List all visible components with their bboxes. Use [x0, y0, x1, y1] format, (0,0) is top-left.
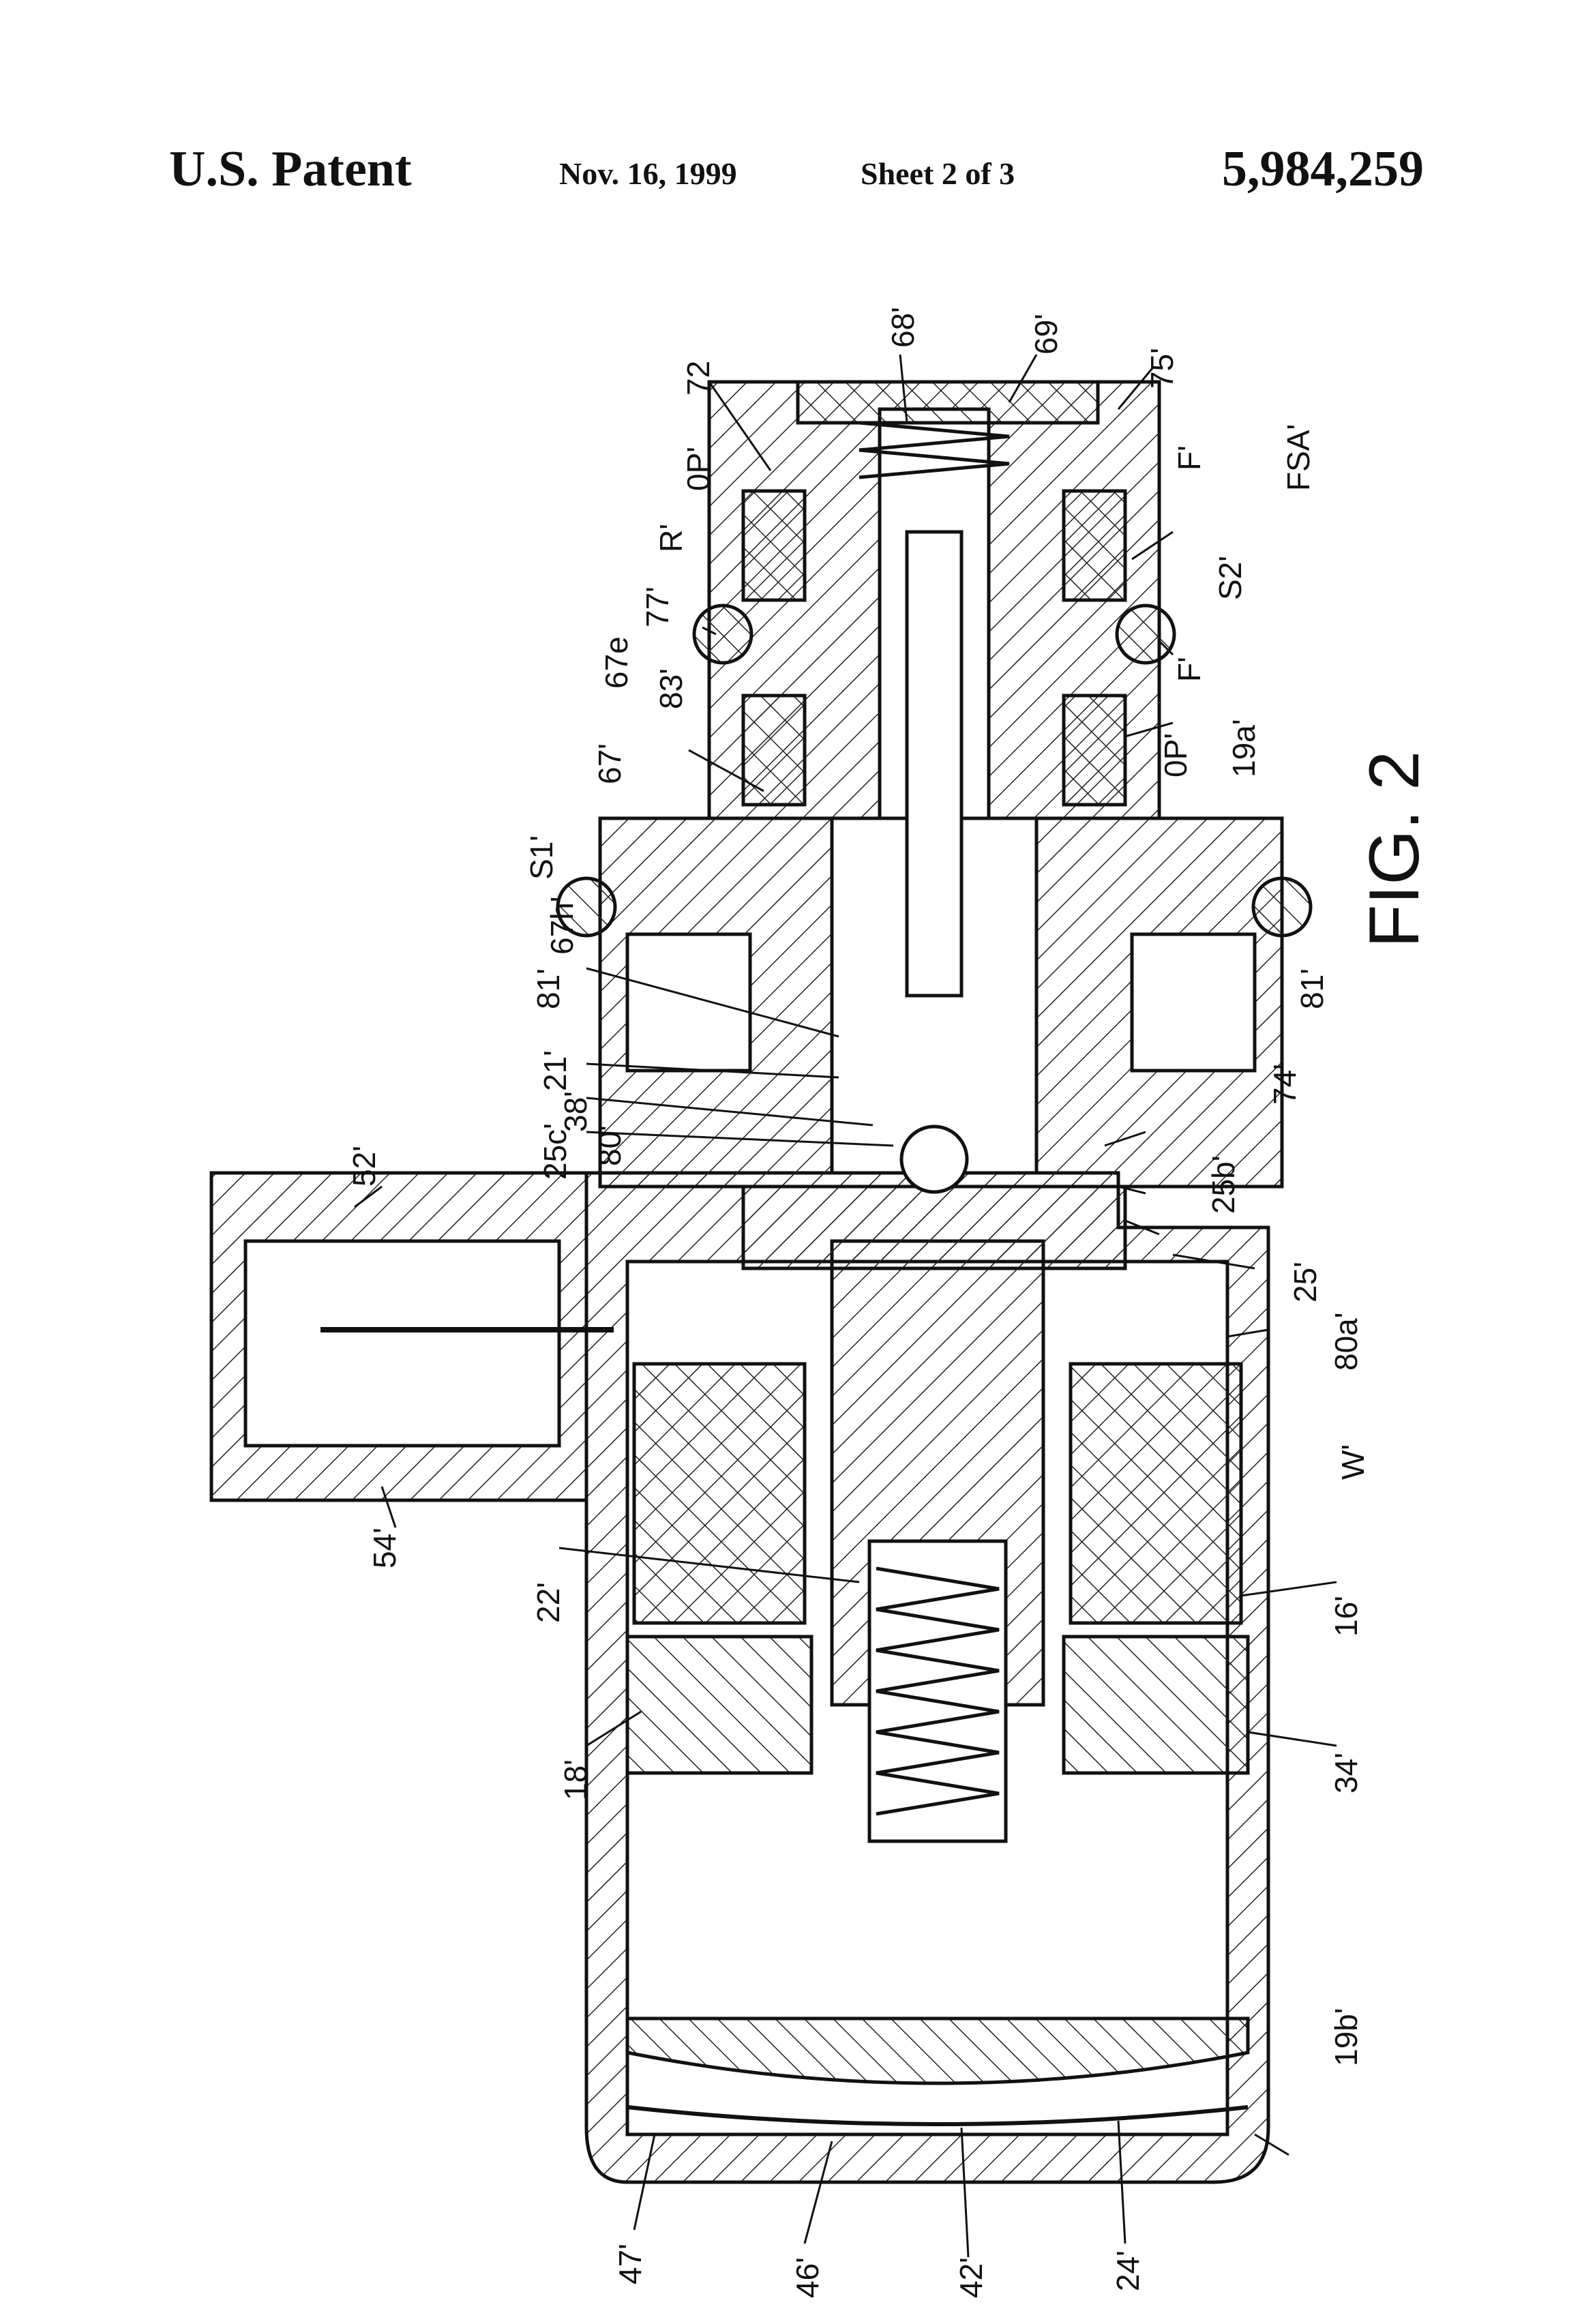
port-81-left — [627, 934, 750, 1071]
port-81-right — [1132, 934, 1255, 1071]
label-75: 75' — [1144, 348, 1180, 389]
bobbin-left — [627, 1637, 811, 1773]
label-S1: S1' — [524, 835, 559, 880]
label-25c: 25c' — [537, 1123, 573, 1180]
label-op-bot: 0P' — [1158, 733, 1193, 777]
filter-F-top — [1064, 491, 1125, 600]
top-cap-69 — [798, 382, 1098, 423]
label-77: 77' — [640, 586, 675, 627]
label-FSA: FSA' — [1281, 424, 1316, 491]
label-81-top: 81' — [531, 968, 566, 1009]
label-42: 42' — [953, 2257, 989, 2298]
label-S2: S2' — [1212, 556, 1248, 600]
label-52: 52' — [346, 1146, 382, 1187]
label-80: 80' — [592, 1125, 627, 1166]
coil-left — [634, 1364, 805, 1623]
filter-left-bot — [743, 696, 805, 805]
ball-38 — [901, 1127, 967, 1192]
label-19b: 19b' — [1328, 2008, 1364, 2066]
label-74: 74' — [1267, 1064, 1302, 1105]
label-W: W' — [1335, 1444, 1371, 1480]
label-81-bot: 81' — [1294, 968, 1330, 1009]
label-67h: 67h' — [544, 896, 580, 955]
label-34: 34' — [1328, 1753, 1364, 1793]
pilot-rod — [907, 532, 961, 996]
filter-F-bot — [1064, 696, 1125, 805]
label-47: 47' — [612, 2244, 648, 2284]
label-80a: 80a' — [1328, 1312, 1364, 1371]
label-16: 16' — [1328, 1596, 1364, 1637]
label-68: 68' — [885, 307, 921, 348]
seal-S1-right — [1253, 878, 1311, 936]
filter-left-top — [743, 491, 805, 600]
label-19a: 19a' — [1226, 719, 1262, 777]
label-67: 67' — [592, 743, 627, 784]
label-69: 69' — [1028, 314, 1064, 355]
bobbin-right — [1064, 1637, 1248, 1773]
plunger-head — [743, 1187, 1125, 1268]
label-18: 18' — [558, 1759, 593, 1800]
label-22: 22' — [531, 1582, 566, 1623]
seal-S2-right — [1117, 606, 1174, 663]
label-54: 54' — [367, 1528, 402, 1568]
label-25b: 25b' — [1206, 1155, 1241, 1214]
valve-body — [211, 382, 1311, 2182]
coil-right — [1071, 1364, 1241, 1623]
label-21: 21' — [537, 1050, 573, 1091]
label-24: 24' — [1110, 2250, 1146, 2291]
seal-77-left — [694, 606, 751, 663]
label-F-bot: F' — [1171, 657, 1207, 682]
connector-socket — [245, 1241, 559, 1446]
label-83: 83' — [653, 668, 689, 709]
label-25: 25' — [1287, 1262, 1323, 1302]
label-46: 46' — [790, 2257, 825, 2298]
label-67e: 67e — [599, 636, 634, 689]
label-F-top: F' — [1171, 445, 1207, 471]
label-op-top: 0P' — [681, 447, 716, 491]
label-72: 72 — [681, 361, 716, 396]
figure-caption: FIG. 2 — [1355, 751, 1434, 948]
label-R: R' — [653, 524, 689, 552]
